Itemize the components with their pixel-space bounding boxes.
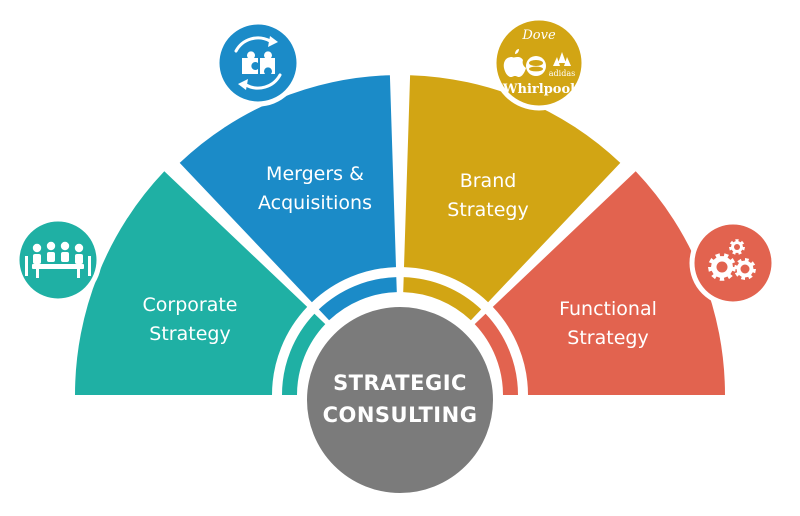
gear-large-icon: [708, 253, 736, 281]
center-hub: STRATEGIC CONSULTING: [301, 301, 499, 499]
segment-functional-shape: [492, 171, 725, 395]
center-label-line1: STRATEGIC: [333, 371, 467, 395]
segment-brand-shape: [404, 75, 621, 303]
segment-corporate-inner-ring: [282, 313, 326, 395]
segment-mergers-inner-ring: [318, 277, 397, 321]
segment-mergers-label-line2: Acquisitions: [258, 192, 372, 214]
segment-corporate-shape: [75, 171, 308, 395]
gear-small-icon: [734, 258, 756, 280]
segment-functional-label-line1: Functional: [559, 298, 657, 320]
segment-functional: Functional Strategy: [474, 171, 725, 395]
burger-logo-icon: [526, 56, 546, 76]
segment-corporate-label-line1: Corporate: [143, 294, 238, 316]
segment-functional-inner-ring: [474, 313, 518, 395]
segment-brand: Brand Strategy: [403, 75, 621, 321]
center-label-line2: CONSULTING: [323, 403, 478, 427]
segment-mergers: Mergers & Acquisitions: [179, 75, 397, 321]
puzzle-cycle-icon: [214, 19, 302, 107]
segment-brand-label-line1: Brand: [460, 170, 517, 192]
brand-logos-icon: Dove adidas Whirlpool: [491, 15, 587, 111]
meeting-table-icon: [14, 216, 102, 304]
segment-corporate-label-line2: Strategy: [149, 323, 230, 345]
segment-brand-label-line2: Strategy: [447, 199, 528, 221]
meeting-table-icon-bg: [14, 216, 102, 304]
gears-icon: [689, 219, 777, 307]
brand-logo-whirlpool: Whirlpool: [502, 82, 575, 97]
adidas-logo-icon: [553, 52, 571, 66]
apple-logo-icon: [503, 49, 526, 77]
segment-mergers-label-line1: Mergers &: [266, 163, 364, 185]
segment-mergers-shape: [179, 75, 396, 303]
segment-functional-label-line2: Strategy: [567, 327, 648, 349]
center-circle: [301, 301, 499, 499]
gears-icon-bg: [689, 219, 777, 307]
brand-logo-dove: Dove: [521, 28, 556, 43]
gear-top-icon: [729, 239, 745, 255]
segment-brand-inner-ring: [403, 277, 482, 321]
segment-corporate: Corporate Strategy: [75, 171, 326, 395]
brand-logo-adidas: adidas: [549, 69, 575, 78]
